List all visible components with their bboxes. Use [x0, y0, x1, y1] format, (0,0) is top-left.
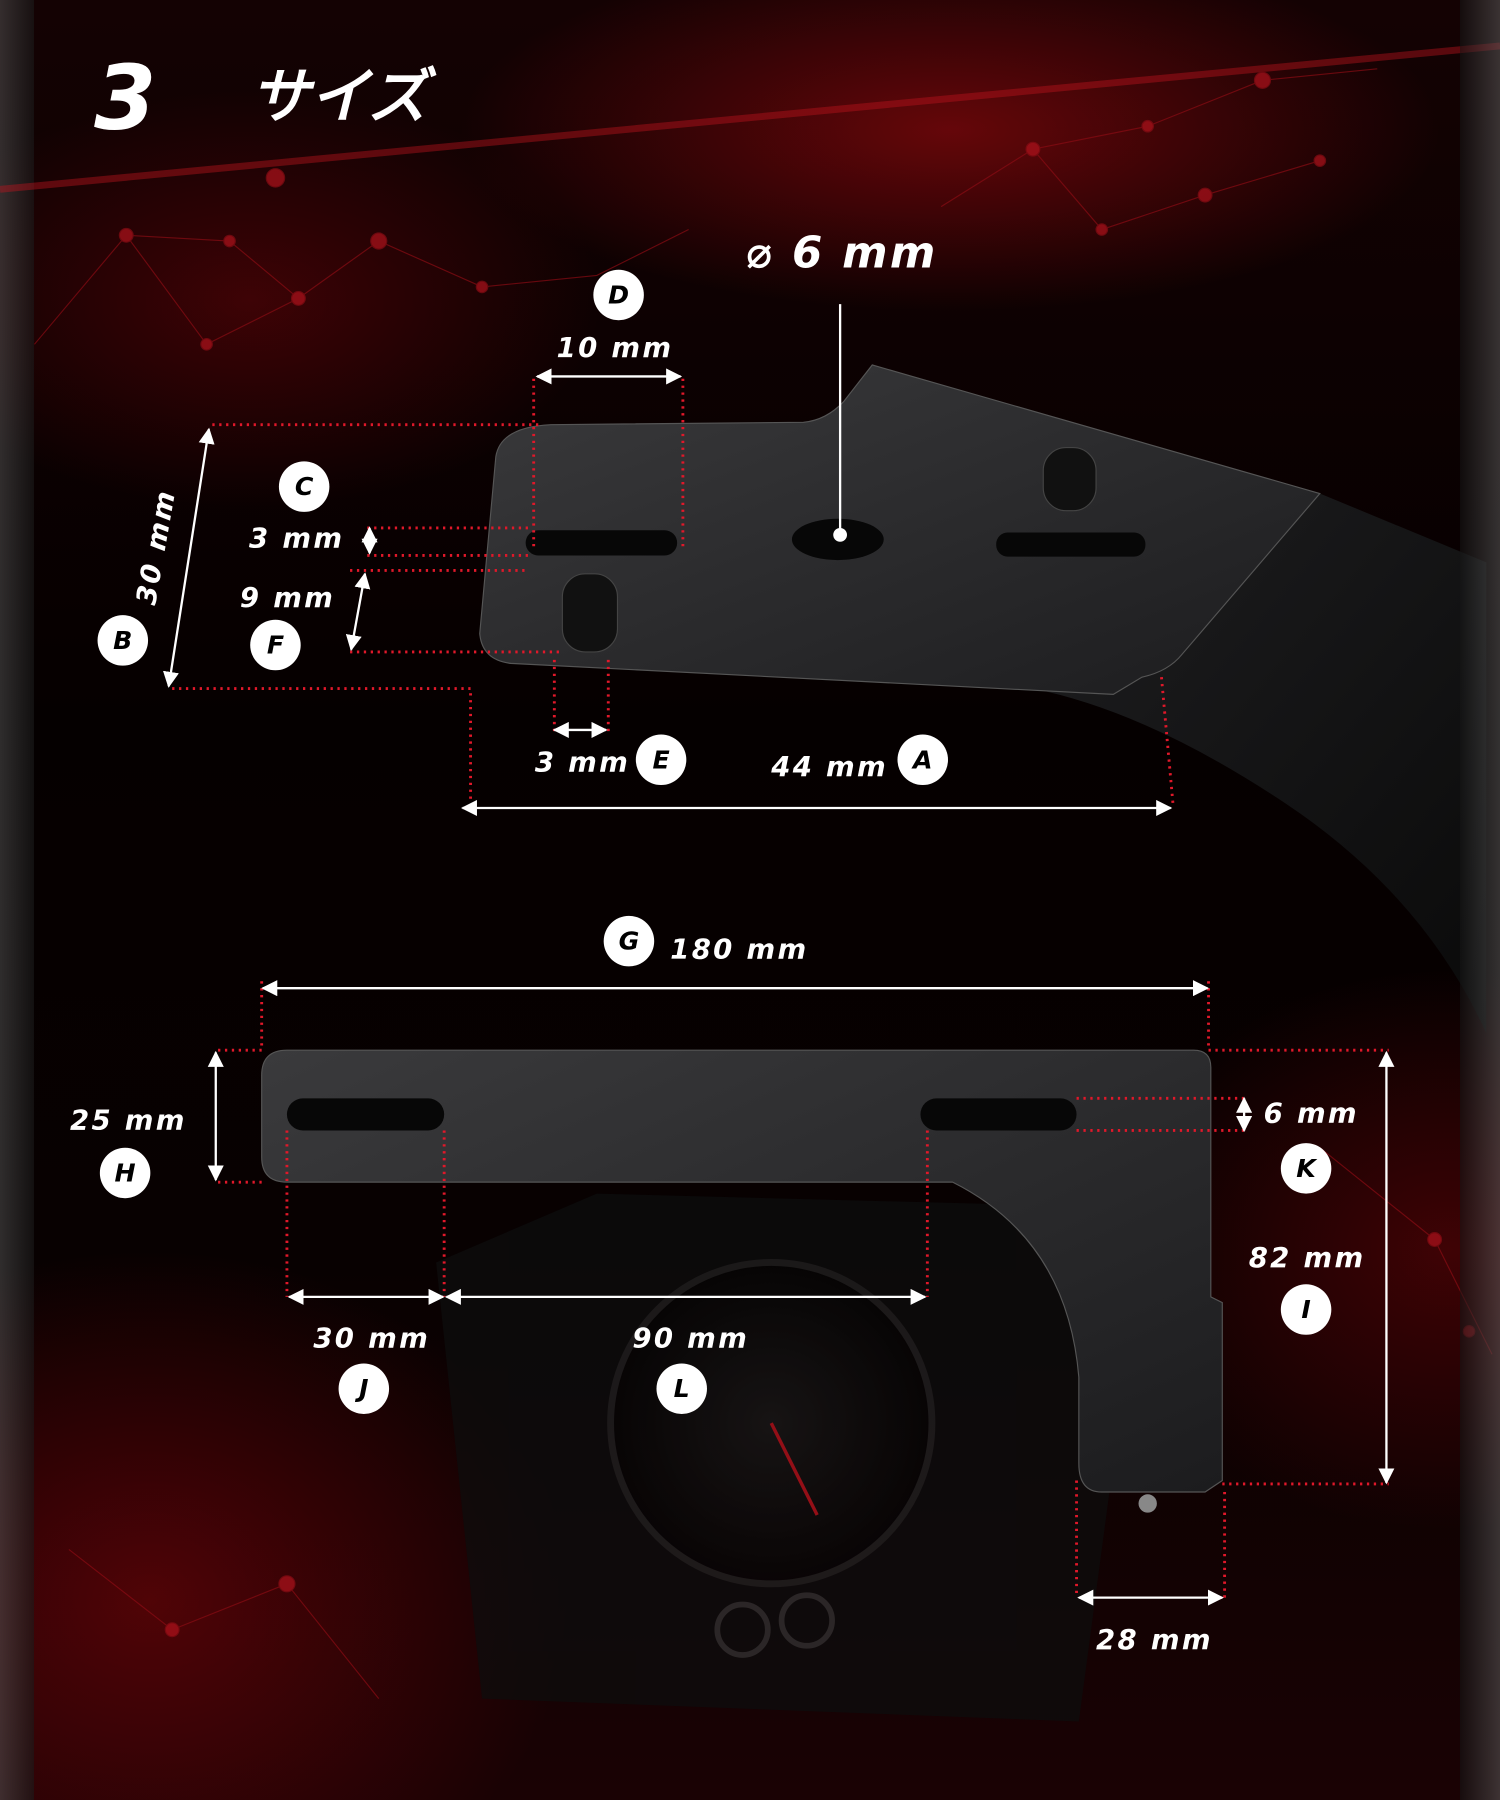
title-number: 3: [94, 47, 156, 151]
slot-upper-right: [996, 532, 1146, 557]
peg-upper: [1042, 447, 1097, 512]
badge-g-letter: G: [619, 927, 640, 956]
dim-e-value: 3 mm: [535, 746, 630, 778]
peg-lower: [561, 573, 619, 653]
badge-g: [603, 915, 655, 967]
badge-e-letter: E: [652, 745, 669, 774]
slot-lower-left: [286, 1098, 445, 1131]
bracket-arm: [1032, 493, 1487, 1033]
badge-a-letter: A: [911, 745, 933, 774]
badge-c: [278, 461, 330, 512]
title-text: サイズ: [250, 63, 437, 132]
badge-i: [1280, 1284, 1332, 1335]
badge-l: [656, 1363, 707, 1414]
badge-j: [338, 1363, 390, 1414]
badge-i-letter: I: [1301, 1295, 1310, 1324]
dim-l-value: 90 mm: [632, 1322, 749, 1354]
badge-c-letter: C: [295, 472, 314, 501]
dim-width-28-value: 28 mm: [1096, 1624, 1213, 1656]
badge-k-letter: K: [1296, 1154, 1318, 1183]
dim-f-value: 9 mm: [240, 582, 335, 614]
dim-k-value: 6 mm: [1264, 1097, 1359, 1129]
dim-j-value: 30 mm: [313, 1322, 430, 1354]
hole-diameter-label: ⌀ 6 mm: [746, 228, 938, 278]
badge-k: [1280, 1143, 1332, 1194]
bolt: [1138, 1494, 1157, 1513]
badge-h-letter: H: [115, 1158, 136, 1187]
dashboard-background: [436, 1193, 1125, 1722]
badge-e: [635, 734, 687, 786]
slot-lower-right: [920, 1098, 1077, 1131]
upper-mounting-plate: [479, 364, 1321, 695]
dimension-arrows: [163, 304, 1395, 1606]
dim-b-value: 30 mm: [130, 487, 182, 608]
lower-bracket-plate: [261, 1049, 1223, 1493]
badge-f: [250, 619, 301, 671]
badge-a: [897, 734, 949, 786]
dim-c-value: 3 mm: [249, 522, 344, 554]
slot-upper-left: [525, 530, 678, 556]
badge-b-letter: B: [113, 626, 132, 655]
dim-h-value: 25 mm: [70, 1104, 187, 1136]
badge-f-letter: F: [267, 631, 284, 660]
badge-b: [97, 615, 149, 666]
badge-h: [99, 1147, 151, 1199]
dim-i-value: 82 mm: [1249, 1242, 1366, 1274]
dim-g-value: 180 mm: [670, 933, 808, 965]
badge-d: [593, 269, 644, 321]
red-network-decoration: [0, 42, 1500, 1699]
dim-a-value: 44 mm: [770, 751, 888, 783]
dim-d-value: 10 mm: [557, 332, 674, 364]
badge-l-letter: L: [674, 1374, 690, 1403]
badge-d-letter: D: [608, 280, 629, 309]
